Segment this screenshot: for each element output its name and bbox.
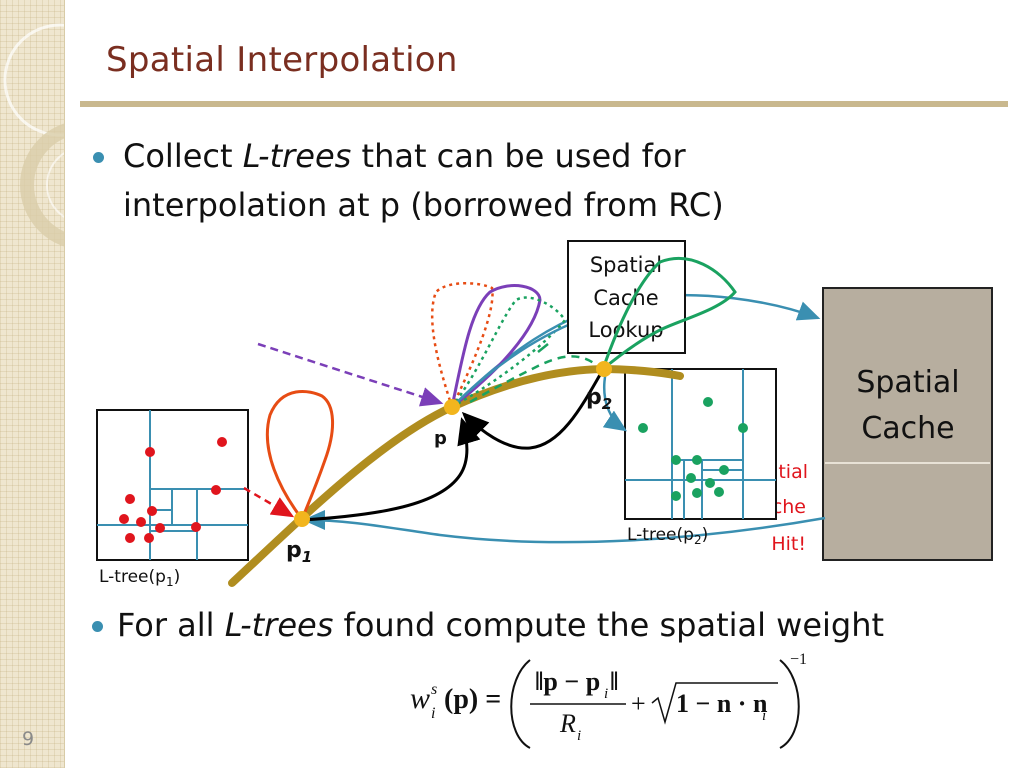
ltree-p1-label: L-tree(p1)	[99, 567, 180, 589]
p1-to-p-arrow	[302, 417, 481, 522]
formula-denominator: R	[559, 709, 576, 738]
formula-plus: +	[631, 689, 646, 718]
formula-denominator-sub: i	[577, 728, 581, 744]
bullet1-text-start: Collect	[123, 137, 243, 175]
label-p1: p1	[286, 538, 312, 566]
lobe-p-green-dotted	[451, 296, 567, 409]
formula-numerator: ‖p − p	[535, 667, 600, 696]
slide-title: Spatial Interpolation	[106, 40, 458, 80]
lookup-label-line3: Lookup	[588, 318, 663, 342]
surface-path	[228, 364, 684, 587]
p2-blue-arrow	[602, 370, 628, 432]
label-p2-sub: 2	[602, 395, 612, 413]
ltree-p2-label-prefix: L-tree(p	[627, 525, 694, 545]
ltree-p1-label-prefix: L-tree(p	[99, 567, 166, 587]
point-p	[444, 399, 460, 415]
page-number: 9	[22, 728, 35, 750]
ltree-p1-box	[96, 409, 249, 561]
bullet-dot	[93, 152, 104, 163]
formula-numerator-sub: i	[604, 686, 608, 702]
formula-w: w	[410, 682, 430, 715]
bullet-weight: For all L-trees found compute the spatia…	[92, 605, 977, 645]
sidebar-rings	[3, 23, 64, 247]
purple-dashed-arrow	[257, 342, 444, 407]
lobe-p-blue	[451, 318, 581, 408]
ltree-p2-label: L-tree(p2)	[627, 525, 708, 547]
lobe-p2	[599, 256, 737, 374]
lobe-p-purple	[449, 284, 542, 411]
ltree-p2-label-suffix: )	[702, 525, 709, 545]
point-p2	[596, 361, 612, 377]
formula-sqrt-sub: i	[762, 708, 766, 724]
label-p2: p2	[586, 385, 612, 413]
bullet2-text-start: For all	[117, 606, 225, 644]
title-underline	[80, 101, 1008, 107]
label-p: p	[434, 428, 447, 449]
formula-lhs-arg: (p) =	[444, 684, 501, 715]
formula-numerator-end: ‖	[610, 667, 618, 696]
label-p1-sub: 1	[302, 548, 312, 566]
formula-left-paren	[510, 659, 531, 749]
lobe-p-red-dotted	[430, 282, 494, 411]
decorative-sidebar	[0, 0, 65, 768]
ltree-p1-label-sub: 1	[166, 575, 174, 589]
bullet1-text-end: that can be used for interpolation at p …	[123, 137, 724, 224]
cache-to-p1-arrow	[302, 510, 826, 544]
ltree-p1-label-suffix: )	[174, 567, 181, 587]
bullet-dot	[92, 621, 103, 632]
cache-label-line2: Cache	[861, 411, 954, 446]
formula-right-paren	[779, 659, 800, 749]
cache-hit-line3: Hit!	[771, 533, 806, 555]
formula-w-sub: i	[431, 705, 435, 722]
bullet-collect: Collect L-trees that can be used for int…	[93, 132, 843, 230]
bullet2-text-end: found compute the spatial weight	[333, 606, 885, 644]
p2-to-p-arrow	[461, 372, 603, 450]
ltree-p1-red-arrow	[243, 486, 295, 518]
formula-sqrt-sign	[651, 682, 778, 725]
label-p1-base: p	[286, 538, 302, 563]
formula-sqrt-body: 1 − n · n	[676, 689, 768, 718]
lobe-p1	[265, 390, 335, 522]
spatial-cache-box: Spatial Cache	[822, 287, 993, 561]
ltree-p2-box	[624, 368, 777, 520]
green-tick	[537, 343, 549, 353]
lookup-label-line2: Cache	[593, 286, 658, 310]
label-p2-base: p	[586, 385, 602, 410]
bullet1-emphasis: L-trees	[242, 137, 352, 175]
bullet2-emphasis: L-trees	[224, 606, 334, 644]
formula-w-sup: s	[431, 681, 437, 698]
point-p1	[294, 511, 310, 527]
formula-exponent: −1	[790, 651, 807, 668]
ltree-p2-label-sub: 2	[694, 533, 702, 547]
cache-label-line1: Spatial	[856, 365, 959, 400]
